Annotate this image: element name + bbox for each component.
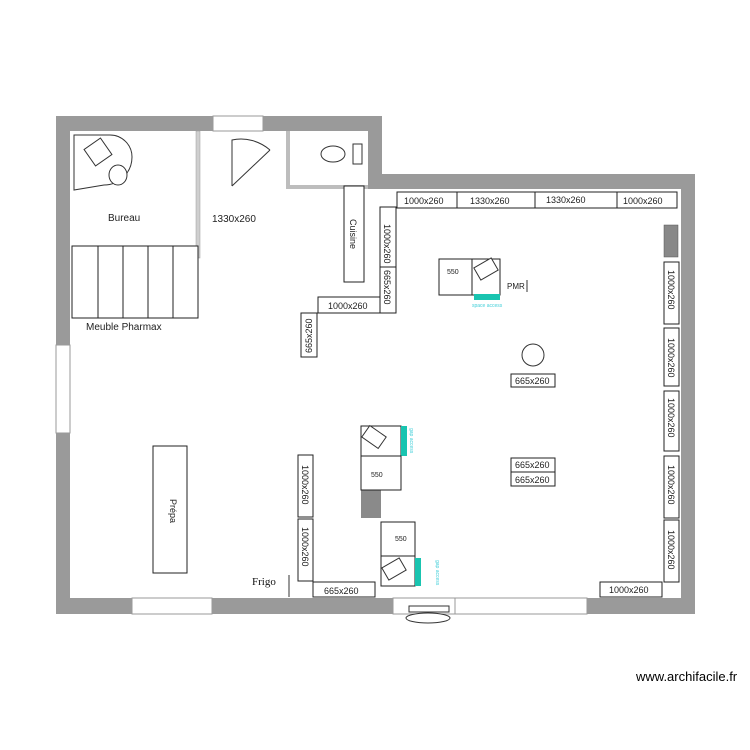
shelf-bl-1 — [297, 454, 314, 518]
wc-area: 1330x260 — [212, 138, 363, 225]
cuisine-area: Cuisine — [343, 185, 365, 283]
right-shelves: 1000x260 1000x260 1000x260 1000x260 1000… — [599, 261, 680, 598]
shelf-top-4-label: 1000x260 — [623, 196, 663, 206]
low-access-marker — [415, 558, 421, 586]
counter-low — [380, 521, 416, 557]
partition-bureau — [195, 130, 201, 259]
pmr-access-marker — [474, 294, 500, 300]
mid-access-marker — [401, 426, 407, 456]
keyboard-mid-icon — [361, 424, 387, 450]
shelf-vert-665-label: 665x260 — [304, 318, 314, 353]
shelf-col-mid — [379, 266, 397, 314]
shelf-center-c-label: 665x260 — [515, 475, 550, 485]
wall-step-vertical — [368, 116, 382, 176]
shelf-bottom-right-label: 1000x260 — [609, 585, 649, 595]
pmr-keyboard-icon — [473, 257, 499, 281]
laptop-icon — [83, 137, 113, 167]
left-column-shelves: 1000x260 665x260 1000x260 665x260 — [300, 206, 397, 358]
window-bottom-left — [131, 597, 213, 615]
counter-mid — [360, 455, 402, 491]
shelf-right-4-label: 1000x260 — [666, 465, 676, 505]
partition-wc — [286, 131, 290, 189]
low-access-label: gap access — [434, 560, 440, 586]
shelf-right-2-label: 1000x260 — [666, 338, 676, 378]
shelf-center-b-label: 665x260 — [515, 460, 550, 470]
wall-right — [681, 174, 695, 614]
shelf-bl-2-label: 1000x260 — [300, 527, 310, 567]
pmr-access-label: space access — [472, 303, 503, 309]
pharmax-cabinet-2 — [97, 245, 124, 319]
shelf-right-3 — [663, 390, 680, 452]
shelf-right-4 — [663, 455, 680, 519]
shelf-bl-1-label: 1000x260 — [300, 465, 310, 505]
window-bottom-right — [454, 597, 588, 615]
window-top — [212, 115, 264, 132]
bottom-left-shelves: 1000x260 1000x260 665x260 Frigo — [252, 454, 376, 598]
pillar-right — [663, 224, 679, 258]
shelf-right-3-label: 1000x260 — [666, 398, 676, 438]
top-shelves: 1000x260 1330x260 1330x260 1000x260 — [396, 191, 678, 209]
shelf-top-4 — [616, 191, 678, 209]
partition-wc-bottom — [286, 185, 368, 189]
shelf-horiz-1000 — [317, 296, 381, 314]
shelf-bl-3 — [312, 581, 376, 598]
window-left — [55, 344, 71, 434]
chair-center-icon — [521, 343, 545, 367]
counter-pmr — [438, 258, 473, 296]
shelf-label-top-left: 1330x260 — [212, 214, 256, 225]
pharmax-cabinet-3 — [122, 245, 149, 319]
shelf-right-2 — [663, 327, 680, 387]
room-label-bureau: Bureau — [108, 213, 140, 224]
shelf-right-1-label: 1000x260 — [666, 270, 676, 310]
label-prepa: Prépa — [168, 499, 178, 523]
toilet-tank — [352, 143, 363, 165]
toilet-icon — [320, 145, 346, 163]
watermark: www.archifacile.fr — [635, 669, 738, 684]
pharmax-cabinet-5 — [172, 245, 199, 319]
cuisine-counter — [343, 185, 365, 283]
room-label-cuisine: Cuisine — [348, 219, 358, 249]
pharmax-cabinet-1 — [71, 245, 99, 319]
shelf-top-1-label: 1000x260 — [404, 196, 444, 206]
counter-low-label: 550 — [395, 536, 407, 543]
counter-mid-label: 550 — [371, 472, 383, 479]
pillar-center — [361, 490, 381, 518]
shelf-bl-2 — [297, 518, 314, 582]
pmr-counter: 550 space access PMR — [438, 257, 528, 309]
shelf-bl-3-label: 665x260 — [324, 586, 359, 596]
walls — [55, 115, 695, 615]
chair-icon — [108, 164, 128, 186]
shelf-right-5-label: 1000x260 — [666, 530, 676, 570]
prepa-table — [152, 445, 188, 574]
shelf-right-1 — [663, 261, 680, 325]
shelf-right-5 — [663, 519, 680, 583]
shelf-bottom-right — [599, 581, 663, 598]
bureau-area: Bureau Meuble Pharmax — [71, 134, 199, 333]
shelf-center-c — [510, 471, 556, 487]
mid-access-label: gap access — [408, 428, 414, 454]
shelf-top-2-label: 1330x260 — [470, 196, 510, 206]
entrance-mat — [405, 612, 451, 624]
shelf-vert-665 — [300, 312, 318, 358]
center-counters: gap access 550 550 gap access — [360, 424, 440, 587]
counter-pmr-label: 550 — [447, 269, 459, 276]
keyboard-low-icon — [381, 557, 407, 581]
door-swing — [231, 138, 271, 186]
shelf-top-3-label: 1330x260 — [546, 195, 586, 205]
wall-top-right — [368, 174, 695, 189]
label-meuble-pharmax: Meuble Pharmax — [86, 322, 162, 333]
label-pmr: PMR — [507, 282, 525, 291]
entrance-sill — [408, 605, 450, 613]
shelf-center-a-label: 665x260 — [515, 376, 550, 386]
door-leaf — [231, 149, 271, 187]
pharmax-cabinet-4 — [147, 245, 174, 319]
shelf-center-a — [510, 373, 556, 388]
label-frigo: Frigo — [252, 576, 276, 588]
shelf-col-mid-label: 665x260 — [382, 270, 392, 305]
shelf-horiz-1000-label: 1000x260 — [328, 301, 368, 311]
shelf-col-top-label: 1000x260 — [382, 224, 392, 264]
